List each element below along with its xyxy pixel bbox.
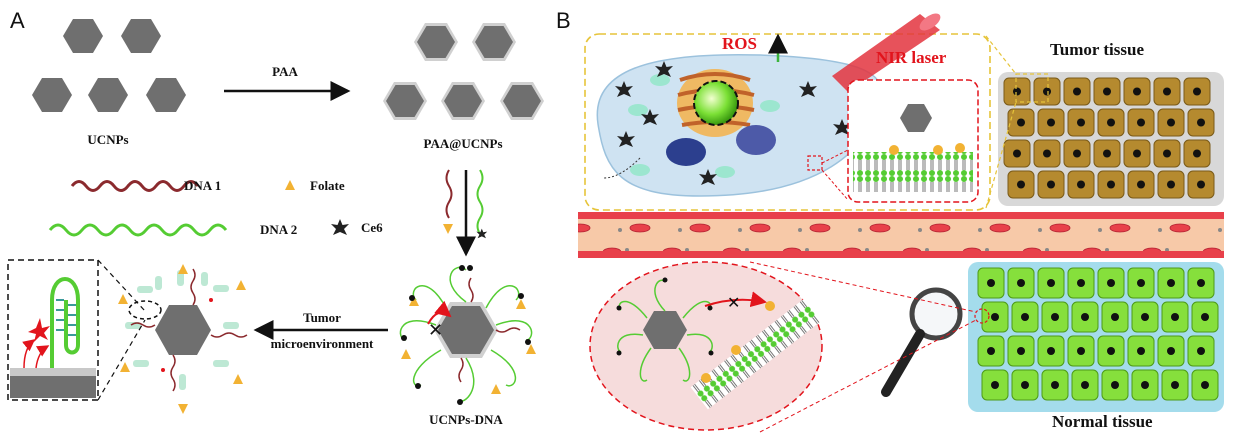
paa-step-label: PAA	[272, 64, 298, 79]
cell-nucleus	[1077, 347, 1085, 355]
normal-tissue-label: Normal tissue	[1052, 412, 1153, 431]
cell-nucleus	[1107, 118, 1115, 127]
folate-legend-label: Folate	[310, 178, 345, 193]
dna1-legend-icon	[70, 180, 200, 192]
dna1-legend-label: DNA 1	[184, 178, 222, 193]
cell-nucleus	[1133, 149, 1141, 158]
cell-nucleus	[1171, 381, 1179, 389]
cell-nucleus	[1167, 347, 1175, 355]
cell-nucleus	[1017, 347, 1025, 355]
cell-nucleus	[1167, 118, 1175, 127]
ce6-legend-label: Ce6	[361, 220, 383, 235]
cell-nucleus	[1141, 313, 1149, 321]
paa-ucnps-cluster	[383, 23, 544, 120]
cell-nucleus	[1163, 149, 1171, 158]
cell-nucleus	[1051, 381, 1059, 389]
panel-label-b: B	[556, 8, 571, 33]
cell-nucleus	[1073, 87, 1081, 96]
svg-text:✕: ✕	[727, 295, 740, 312]
cell-nucleus	[1163, 87, 1171, 96]
cell-nucleus	[1051, 313, 1059, 321]
cell-nucleus	[1137, 118, 1145, 127]
cell-nucleus	[1103, 87, 1111, 96]
svg-text:✕: ✕	[428, 320, 443, 340]
cell-nucleus	[1013, 87, 1021, 96]
paa-ucnps-label: PAA@UCNPs	[423, 136, 503, 151]
cell-nucleus	[1107, 347, 1115, 355]
cell-nucleus	[987, 347, 995, 355]
ros-label: ROS	[722, 34, 757, 53]
ucnps-cluster	[32, 19, 186, 112]
dna2-legend-icon	[48, 223, 228, 237]
cell-nucleus	[1043, 87, 1051, 96]
cell-nucleus	[1081, 381, 1089, 389]
hairpin-zoom-inset	[7, 259, 99, 401]
cell-nucleus	[1197, 180, 1205, 189]
nir-laser-label: NIR laser	[876, 48, 947, 67]
cell-nucleus	[1077, 279, 1085, 287]
cell-nucleus	[1137, 180, 1145, 189]
cell-nucleus	[1077, 118, 1085, 127]
cell-nucleus	[1167, 279, 1175, 287]
cell-nucleus	[1201, 313, 1209, 321]
tumor-step-label-line1: Tumor	[303, 310, 341, 325]
released-structure	[118, 264, 248, 414]
cell-nucleus	[1197, 279, 1205, 287]
ucnps-dna-label: UCNPs-DNA	[429, 412, 503, 427]
cell-nucleus	[1167, 180, 1175, 189]
cell-nucleus	[1107, 279, 1115, 287]
cell-nucleus	[1021, 313, 1029, 321]
cell-nucleus	[1047, 118, 1055, 127]
cell-nucleus	[1021, 381, 1029, 389]
cell-nucleus	[1137, 347, 1145, 355]
cell-nucleus	[1077, 180, 1085, 189]
cell-nucleus	[1193, 149, 1201, 158]
cell-nucleus	[1193, 87, 1201, 96]
cell-nucleus	[1073, 149, 1081, 158]
cell-nucleus	[1137, 279, 1145, 287]
folate-legend-icon	[285, 180, 295, 190]
cell-nucleus	[1171, 313, 1179, 321]
cell-nucleus	[1197, 118, 1205, 127]
cell-nucleus	[1013, 149, 1021, 158]
cell-nucleus	[987, 279, 995, 287]
blood-vessel	[578, 212, 1224, 258]
cell-nucleus	[1107, 180, 1115, 189]
magnifier-icon	[881, 287, 963, 397]
cell-nucleus	[991, 313, 999, 321]
tumor-tissue-label: Tumor tissue	[1050, 40, 1144, 59]
ucnps-label: UCNPs	[87, 132, 129, 147]
organelles	[628, 69, 780, 178]
dna2-legend-label: DNA 2	[260, 222, 298, 237]
cell-nucleus	[1103, 149, 1111, 158]
cell-nucleus	[1017, 180, 1025, 189]
panel-label-a: A	[10, 8, 25, 33]
cell-nucleus	[1047, 347, 1055, 355]
cell-nucleus	[991, 381, 999, 389]
cell-nucleus	[1197, 347, 1205, 355]
ucnps-dna-structure: ✕	[399, 265, 536, 405]
cell-nucleus	[1111, 313, 1119, 321]
cell-nucleus	[1047, 180, 1055, 189]
tumor-step-label-line2: microenvironment	[270, 336, 374, 351]
cell-nucleus	[1017, 279, 1025, 287]
cell-nucleus	[1043, 149, 1051, 158]
cell-nucleus	[1047, 279, 1055, 287]
cell-nucleus	[1201, 381, 1209, 389]
cell-nucleus	[1081, 313, 1089, 321]
nir-laser-beam	[832, 14, 940, 92]
cell-nucleus	[1111, 381, 1119, 389]
ce6-legend-icon	[331, 219, 349, 235]
cell-nucleus	[1017, 118, 1025, 127]
cell-nucleus	[1141, 381, 1149, 389]
cell-nucleus	[1133, 87, 1141, 96]
